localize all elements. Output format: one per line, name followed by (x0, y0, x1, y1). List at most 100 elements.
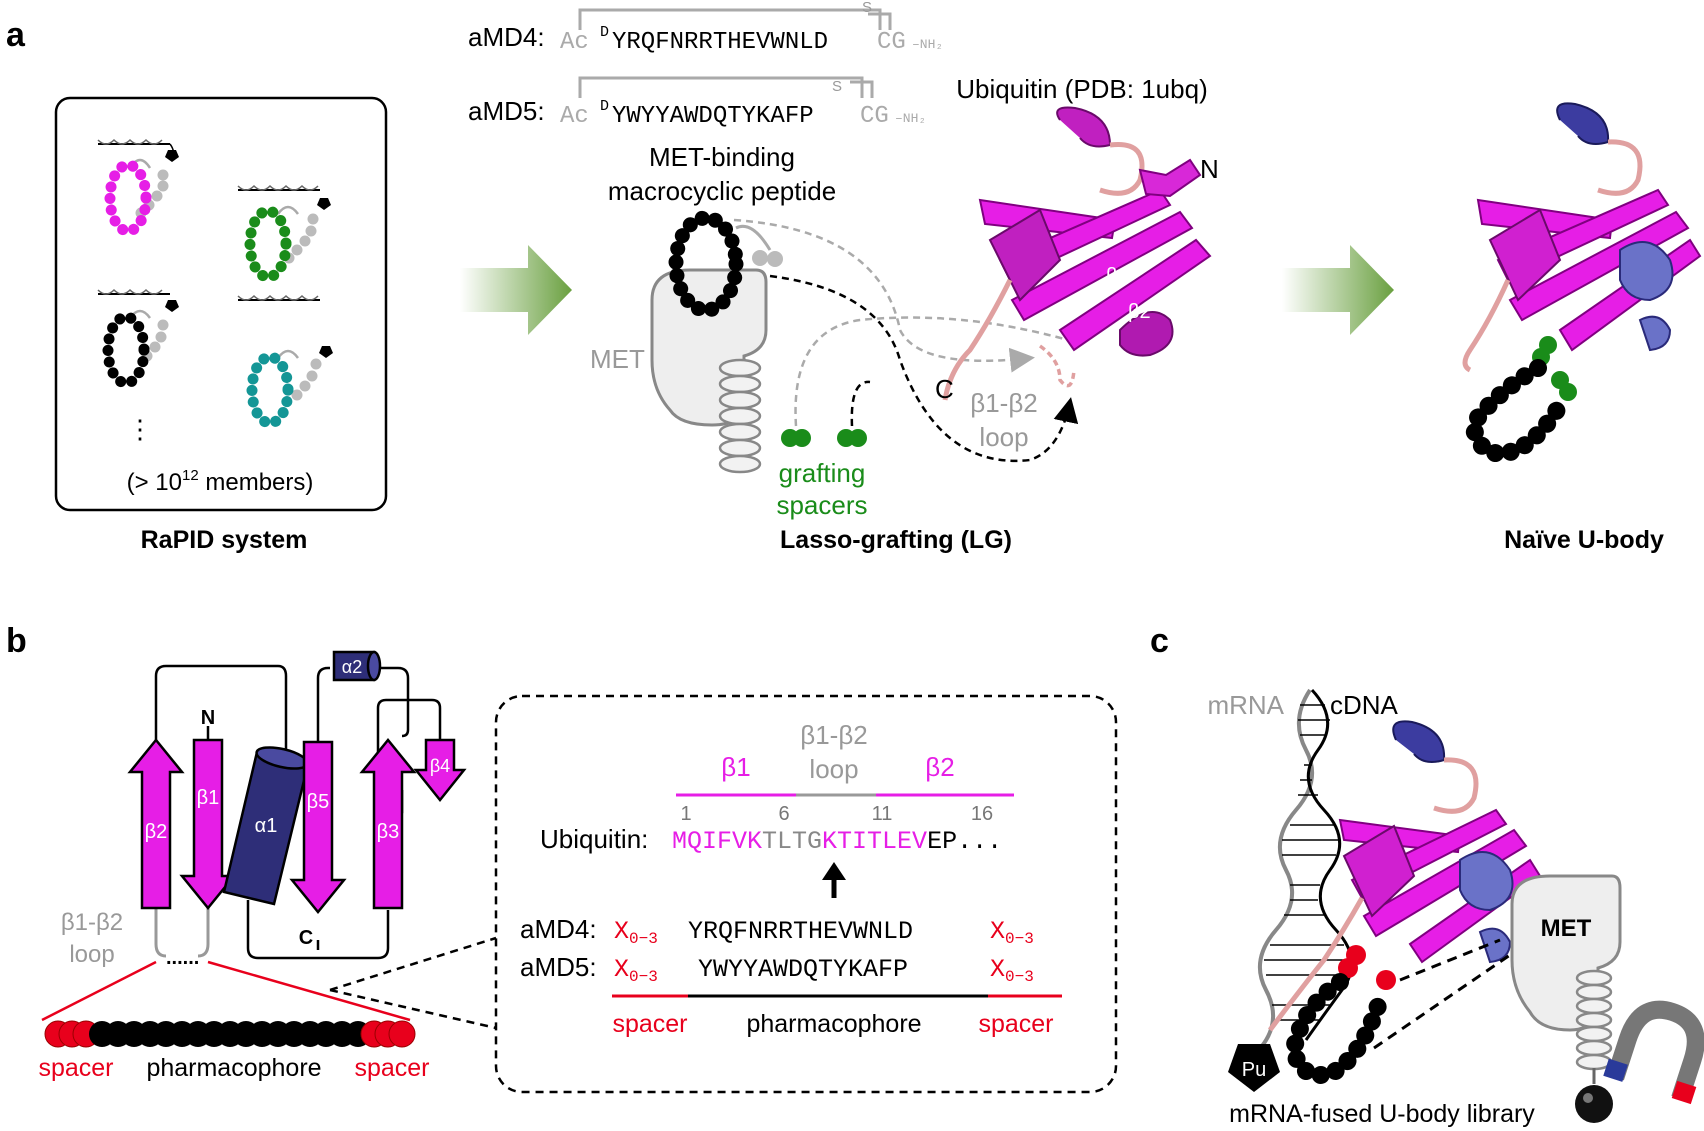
seq-amd5-label: aMD5: (520, 952, 597, 982)
seq-amd5-x-right: X0−3 (990, 955, 1034, 986)
strand-beta1 (179, 738, 237, 910)
seq-beta2-label: β2 (925, 752, 954, 782)
met-label-a: MET (590, 344, 645, 374)
seq-amd5-x-left: X0−3 (614, 955, 658, 986)
strand-beta5 (289, 740, 347, 914)
met-label-c: MET (1541, 915, 1592, 942)
grafting-spacers: grafting spacers (776, 429, 868, 520)
chain-pharmacophore-label: pharmacophore (146, 1054, 321, 1082)
panel-letter-b: b (6, 622, 27, 660)
ubiquitin-beta1-label: β1 (1106, 265, 1129, 287)
amd4-ac: Ac (560, 29, 589, 56)
ubiquitin-sequence: MQIFVKTLTGKTITLEVEP... (672, 827, 1002, 856)
library-member-black (97, 288, 179, 389)
met-binding-label-line2: macrocyclic peptide (608, 176, 836, 206)
rapid-ellipsis: ⋮ (127, 414, 153, 444)
ubiquitin-loop-label-line1: β1-β2 (970, 388, 1038, 418)
topology-diagram: ...... β2 N β1 α1 β5 C β3 α2 β4 β1-β2 (38, 650, 467, 1082)
strand-beta4-label: β4 (430, 756, 450, 776)
ubiquitin-beta2-label: β2 (1128, 301, 1151, 323)
topology-c-terminus: C (299, 927, 313, 949)
ubiquitin-sequence-label: Ubiquitin: (540, 824, 648, 854)
graft-path-gray-1 (733, 218, 1035, 373)
mrna-label: mRNA (1207, 690, 1284, 720)
panel-letter-c: c (1150, 622, 1169, 660)
ubody-library-label: mRNA-fused U-body library (1229, 1100, 1535, 1128)
amd4-d: D (600, 24, 609, 41)
process-arrow-1 (460, 245, 572, 335)
process-arrow-2 (1282, 245, 1394, 335)
topology-n-terminus: N (201, 707, 215, 729)
peptide-aMD4: S aMD4: Ac D YRQFNRRTHEVWNLD CG –NH₂ (468, 0, 943, 56)
amd4-label: aMD4: (468, 22, 545, 52)
graft-path-gray-2 (794, 316, 1069, 427)
peptide-aMD5: S aMD5: Ac D YWYYAWDQTYKAFP CG –NH₂ (468, 76, 926, 130)
disulfide-s-label-2: S (832, 78, 842, 95)
topology-loop-dots: ...... (166, 947, 199, 969)
seq-loop-label-line2: loop (809, 754, 858, 784)
disulfide-s-label-1: S (862, 0, 872, 16)
graft-path-black-1 (769, 274, 1079, 463)
naive-ubody-title: Naïve U-body (1504, 526, 1664, 554)
rapid-library-box: ⋮ (> 1012 members) (54, 96, 388, 512)
strand-beta5-label: β5 (307, 791, 330, 813)
ubiquitin-loop-label-line2: loop (979, 422, 1028, 452)
amd5-nh2: –NH₂ (895, 111, 926, 126)
grafting-label-line1: grafting (779, 458, 866, 488)
seq-beta1-label: β1 (721, 752, 750, 782)
puromycin-label: Pu (1242, 1059, 1266, 1081)
strand-beta3-label: β3 (377, 821, 400, 843)
seq-position-1: 1 (680, 803, 691, 825)
amd5-cg: CG (860, 103, 889, 130)
seq-amd5-pharmacophore: YWYYAWDQTYKAFP (698, 955, 908, 984)
seq-amd4-x-right: X0−3 (990, 917, 1034, 948)
seq-amd4-x-left: X0−3 (614, 917, 658, 948)
amd5-label: aMD5: (468, 96, 545, 126)
cdna-label: cDNA (1330, 690, 1399, 720)
amd4-nh2: –NH₂ (912, 37, 943, 52)
helix-alpha1: α1 (222, 746, 310, 906)
helix-alpha2-label: α2 (342, 657, 362, 677)
grafting-label-line2: spacers (776, 490, 867, 520)
magnetic-bead (1575, 1085, 1613, 1123)
puromycin-linker (1228, 1044, 1280, 1092)
library-size-label: (> 1012 members) (127, 467, 314, 496)
seq-pharmacophore-label: pharmacophore (746, 1010, 921, 1038)
seq-amd4-pharmacophore: YRQFNRRTHEVWNLD (688, 917, 913, 946)
met-receptor-c: MET (1510, 874, 1622, 1123)
amd5-d: D (600, 98, 609, 115)
sequence-alignment-box: β1 β1-β2 loop β2 1 6 11 16 Ubiquitin: MQ… (494, 694, 1118, 1094)
seq-loop-label-line1: β1-β2 (800, 720, 868, 750)
insertion-arrow (822, 862, 846, 880)
library-member-green (237, 184, 331, 283)
seq-position-16: 16 (971, 803, 993, 825)
seq-position-6: 6 (778, 803, 789, 825)
spacer-pharmacophore-chain (44, 1020, 416, 1048)
amd4-cg: CG (877, 29, 906, 56)
ubiquitin-title: Ubiquitin (PDB: 1ubq) (956, 74, 1207, 104)
met-binding-label-line1: MET-binding (649, 142, 795, 172)
library-member-teal (237, 294, 333, 429)
strand-beta2 (127, 738, 185, 910)
amd5-ac: Ac (560, 103, 589, 130)
strand-beta2-label: β2 (145, 821, 168, 843)
magnet-icon (1603, 1000, 1704, 1105)
ubiquitin-structure: N C β1 β2 β1-β2 loop (935, 106, 1219, 452)
chain-spacer-left-label: spacer (38, 1054, 113, 1082)
topology-loop-label-line2: loop (69, 941, 114, 968)
macrocyclic-peptide (668, 210, 783, 318)
seq-position-11: 11 (872, 803, 893, 825)
seq-spacer-right-label: spacer (978, 1010, 1053, 1038)
strand-beta1-label: β1 (197, 787, 220, 809)
rapid-system-title: RaPID system (141, 526, 308, 554)
seq-amd4-label: aMD4: (520, 914, 597, 944)
amd4-sequence: YRQFNRRTHEVWNLD (612, 29, 828, 56)
ubody-structure-c (1268, 720, 1542, 1084)
library-member-magenta (97, 138, 179, 237)
strand-beta3 (359, 738, 417, 910)
ubiquitin-n-terminus: N (1200, 154, 1219, 184)
seq-spacer-left-label: spacer (612, 1010, 687, 1038)
chain-spacer-right-label: spacer (354, 1054, 429, 1082)
graft-path-black-2 (850, 380, 871, 427)
